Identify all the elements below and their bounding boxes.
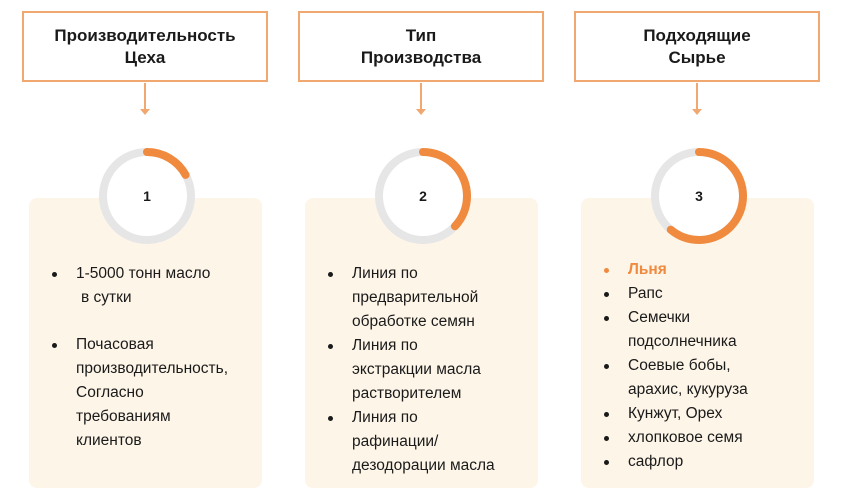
- step-number: 2: [419, 188, 427, 204]
- bullet-list: Льня Рапс Семечки подсолнечника Соевые б…: [599, 258, 824, 474]
- down-arrow-icon: [140, 83, 150, 115]
- item-line: Льня: [628, 261, 667, 278]
- item-line: рафинации/: [352, 433, 439, 450]
- content-card: [305, 198, 538, 488]
- item-line: Соевые бобы,: [628, 357, 731, 374]
- item-line: растворителем: [352, 385, 462, 402]
- header-line: Производства: [360, 47, 482, 67]
- item-line: Согласно: [76, 384, 144, 401]
- item-line: экстракции масла: [352, 361, 481, 378]
- list-item: Семечки подсолнечника: [599, 306, 824, 354]
- header-line: Цеха: [124, 47, 166, 67]
- progress-ring: 2: [373, 146, 473, 246]
- progress-ring: 3: [649, 146, 749, 246]
- list-item: 1-5000 тонн масло в сутки: [47, 262, 272, 310]
- ring-graphic: [375, 148, 471, 244]
- item-line: Линия по: [352, 337, 418, 354]
- item-line: предварительной: [352, 289, 479, 306]
- ring-graphic: [99, 148, 195, 244]
- content-card: [581, 198, 814, 488]
- item-line: хлопковое семя: [628, 429, 743, 446]
- item-line: Почасовая: [76, 336, 154, 353]
- list-item: сафлор: [599, 450, 824, 474]
- header-line: Производительность: [54, 25, 236, 45]
- item-line: дезодорации масла: [352, 457, 495, 474]
- list-item: хлопковое семя: [599, 426, 824, 450]
- item-line: клиентов: [76, 432, 142, 449]
- header-box: Производительность Цеха: [22, 11, 268, 82]
- list-item: Рапс: [599, 282, 824, 306]
- item-line: Рапс: [628, 285, 663, 302]
- header-line: Подходящие: [643, 25, 751, 45]
- list-item: Льня: [599, 258, 824, 282]
- header-box: Подходящие Сырье: [574, 11, 820, 82]
- list-item: Почасовая производительность, Согласно т…: [47, 333, 272, 453]
- item-line: обработке семян: [352, 313, 475, 330]
- header-line: Тип: [405, 25, 437, 45]
- header-line: Сырье: [668, 47, 726, 67]
- ring-progress-arc: [99, 148, 195, 244]
- ring-progress-arc: [375, 148, 471, 244]
- down-arrow-icon: [416, 83, 426, 115]
- item-line: производительность,: [76, 360, 229, 377]
- item-line: сафлор: [628, 453, 684, 470]
- ring-graphic: [651, 148, 747, 244]
- column-raw-materials: Подходящие Сырье 3 Льня Рапс Семечки под…: [569, 0, 829, 496]
- header-box: Тип Производства: [298, 11, 544, 82]
- item-line: подсолнечника: [628, 333, 737, 350]
- step-number: 3: [695, 188, 703, 204]
- item-line: 1-5000 тонн масло: [76, 265, 211, 282]
- ring-progress-arc: [651, 148, 747, 244]
- content-card: [29, 198, 262, 488]
- item-line: арахис, кукуруза: [628, 381, 748, 398]
- item-line: Линия по: [352, 409, 418, 426]
- list-item: Кунжут, Орех: [599, 402, 824, 426]
- progress-ring: 1: [97, 146, 197, 246]
- list-item: Линия по экстракции масла растворителем: [323, 334, 548, 406]
- down-arrow-icon: [692, 83, 702, 115]
- list-item: Линия по предварительной обработке семян: [323, 262, 548, 334]
- column-capacity: Производительность Цеха 1 1-5000 тонн ма…: [17, 0, 277, 496]
- list-item: Линия по рафинации/ дезодорации масла: [323, 406, 548, 478]
- bullet-list: 1-5000 тонн масло в сутки Почасовая прои…: [47, 262, 272, 453]
- item-line: Кунжут, Орех: [628, 405, 723, 422]
- list-item: Соевые бобы, арахис, кукуруза: [599, 354, 824, 402]
- bullet-list: Линия по предварительной обработке семян…: [323, 262, 548, 478]
- step-number: 1: [143, 188, 151, 204]
- item-line: Семечки: [628, 309, 691, 326]
- column-production-type: Тип Производства 2 Линия по предваритель…: [293, 0, 553, 496]
- item-line: в сутки: [81, 289, 132, 306]
- item-line: требованиям: [76, 408, 171, 425]
- item-line: Линия по: [352, 265, 418, 282]
